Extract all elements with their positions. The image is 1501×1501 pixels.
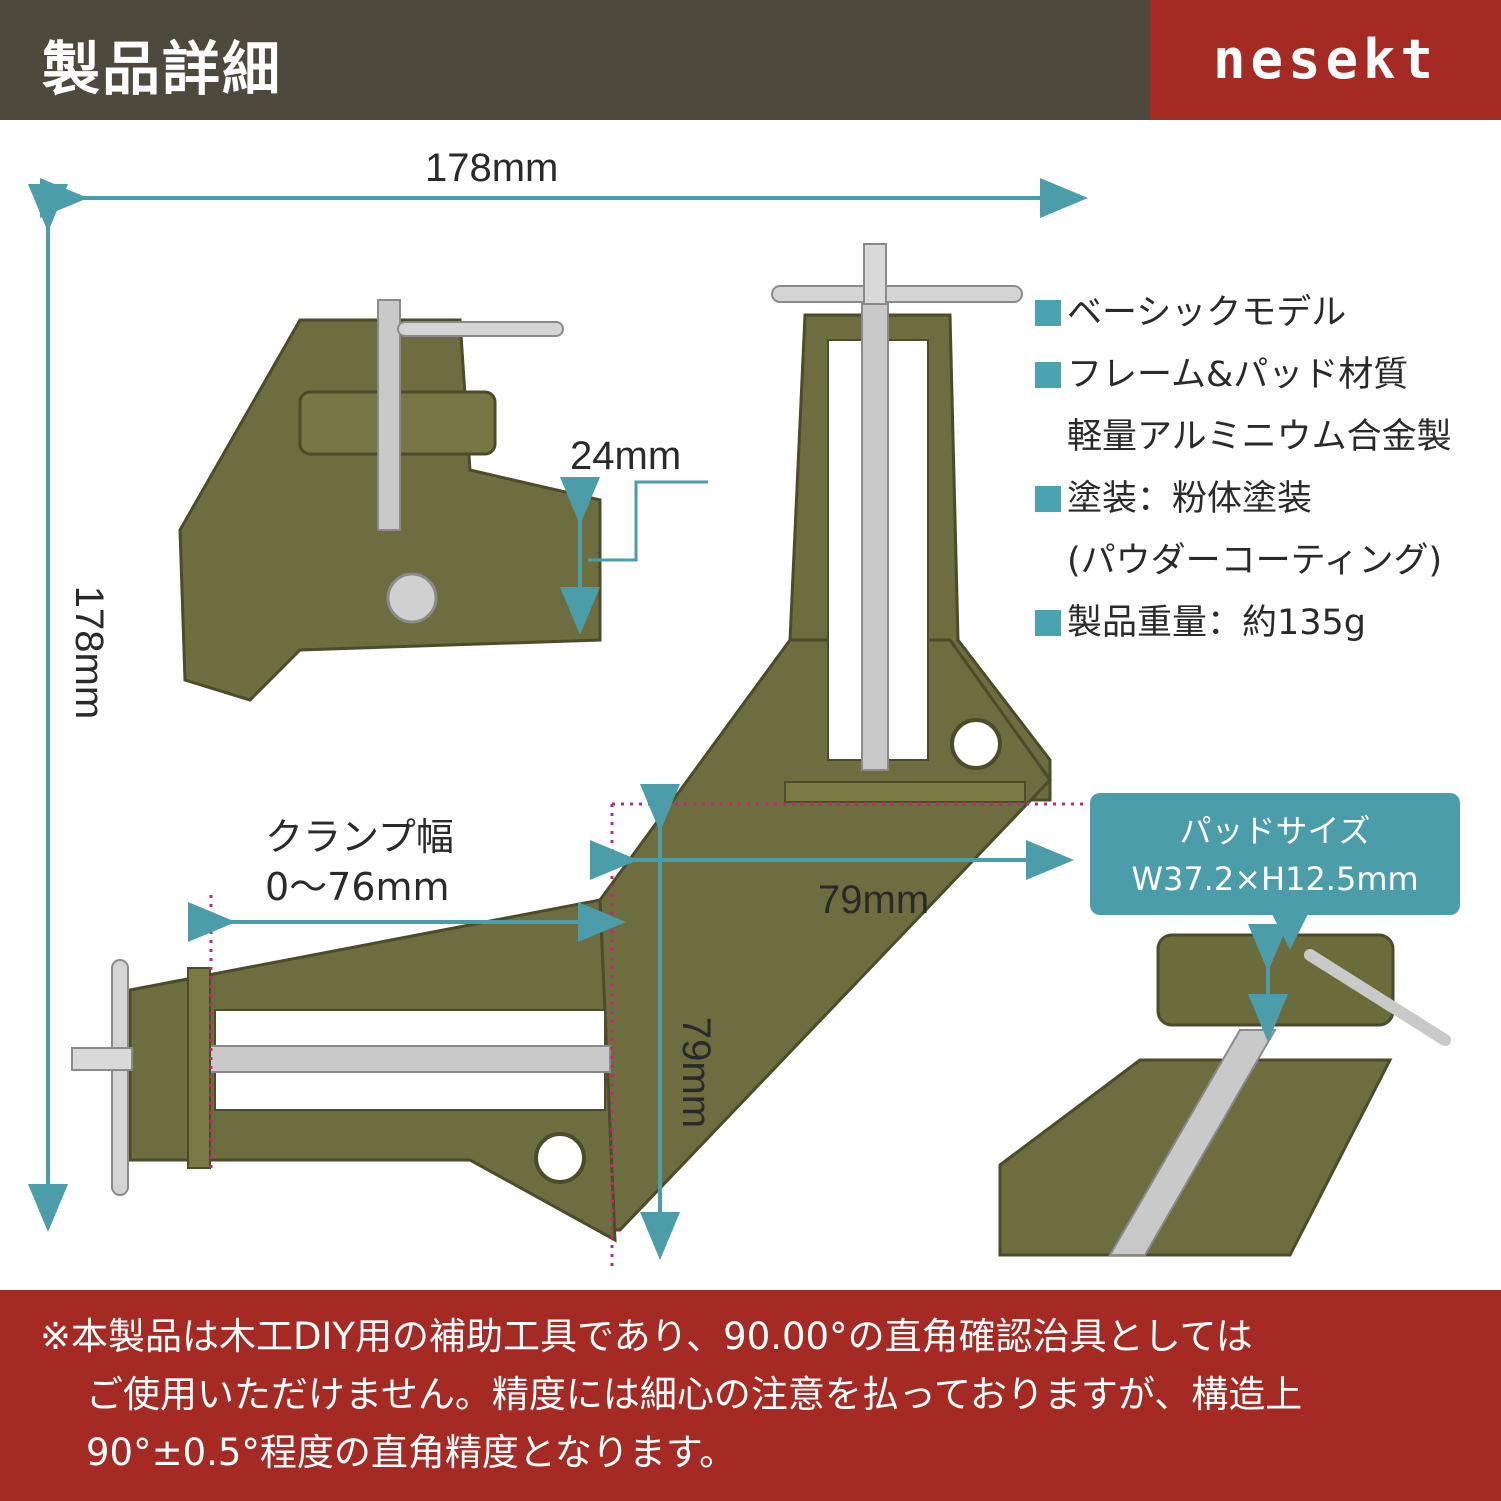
spec-item: ベーシックモデル (1035, 282, 1485, 344)
brand-box: nesekt (1150, 0, 1501, 120)
pad-depth-label: 24mm (570, 434, 682, 478)
spec-item: フレーム&パッド材質 (1035, 344, 1485, 406)
pad-size-title: パッドサイズ (1179, 812, 1371, 850)
spec-text: 製品重量：約135g (1067, 603, 1367, 643)
notice-line: ※本製品は木工DIY用の補助工具であり、90.00°の直角確認治具としては (40, 1315, 1253, 1358)
spec-item: 軽量アルミニウム合金製 (1035, 406, 1485, 468)
spec-item: 製品重量：約135g (1035, 592, 1485, 654)
spec-text: 塗装：粉体塗装 (1067, 479, 1313, 519)
horizontal-t-handle (111, 959, 129, 1196)
bullet-square-icon (1035, 610, 1061, 636)
horizontal-handle-knob (71, 1047, 133, 1071)
vertical-handle-knob (863, 243, 887, 305)
clamp-width-label: クランプ幅 (265, 815, 454, 859)
pad-size-value: W37.2×H12.5mm (1131, 860, 1419, 898)
spec-text: フレーム&パッド材質 (1067, 355, 1409, 395)
header-bar: 製品詳細 nesekt (0, 0, 1501, 120)
clamp-width-range: 0〜76mm (265, 865, 450, 909)
vertical-screw (861, 299, 889, 771)
arm-horizontal-label: 79mm (818, 878, 930, 922)
callout-pointer (1272, 914, 1308, 950)
clamp-width-text: クランプ幅 0〜76mm (265, 812, 454, 912)
pad-closeup-illustration (998, 933, 1500, 1257)
bullet-square-icon (1035, 486, 1061, 512)
left-jaw-pad (187, 967, 211, 1169)
spec-text: (パウダーコーティング) (1067, 541, 1443, 581)
horizontal-screw (199, 1045, 611, 1073)
vertical-t-handle (771, 285, 1023, 303)
notice-text: ※本製品は木工DIY用の補助工具であり、90.00°の直角確認治具としては ご使… (40, 1308, 1470, 1482)
arm-vertical-label: 79mm (674, 1016, 719, 1129)
notice-line: ご使用いただけません。精度には細心の注意を払っておりますが、構造上 (86, 1373, 1303, 1416)
pad-detail-screw (377, 299, 401, 531)
bullet-square-icon (1035, 362, 1061, 388)
pad-detail-handle (397, 321, 564, 337)
pad-size-callout: パッドサイズ W37.2×H12.5mm (1090, 793, 1460, 915)
spec-item: 塗装：粉体塗装 (1035, 468, 1485, 530)
upper-jaw-pad (784, 781, 1026, 803)
spec-text: 軽量アルミニウム合金製 (1067, 417, 1452, 457)
pad-detail-bolt (386, 572, 438, 624)
bullet-square-icon (1035, 300, 1061, 326)
pad-depth-leader (588, 480, 708, 562)
mount-hole-upper (950, 718, 1002, 770)
spec-text: ベーシックモデル (1067, 293, 1347, 333)
page-title: 製品詳細 (42, 35, 283, 103)
notice-footer: ※本製品は木工DIY用の補助工具であり、90.00°の直角確認治具としては ご使… (0, 1290, 1501, 1501)
height-dimension-label: 178mm (67, 585, 112, 720)
mount-hole-lower (534, 1132, 586, 1184)
spec-list: ベーシックモデル フレーム&パッド材質 軽量アルミニウム合金製 塗装：粉体塗装 … (1035, 282, 1485, 654)
notice-line: 90°±0.5°程度の直角精度となります。 (86, 1431, 737, 1474)
width-dimension-label: 178mm (425, 146, 559, 190)
spec-item: (パウダーコーティング) (1035, 530, 1485, 592)
brand-logo: nesekt (1212, 28, 1439, 91)
